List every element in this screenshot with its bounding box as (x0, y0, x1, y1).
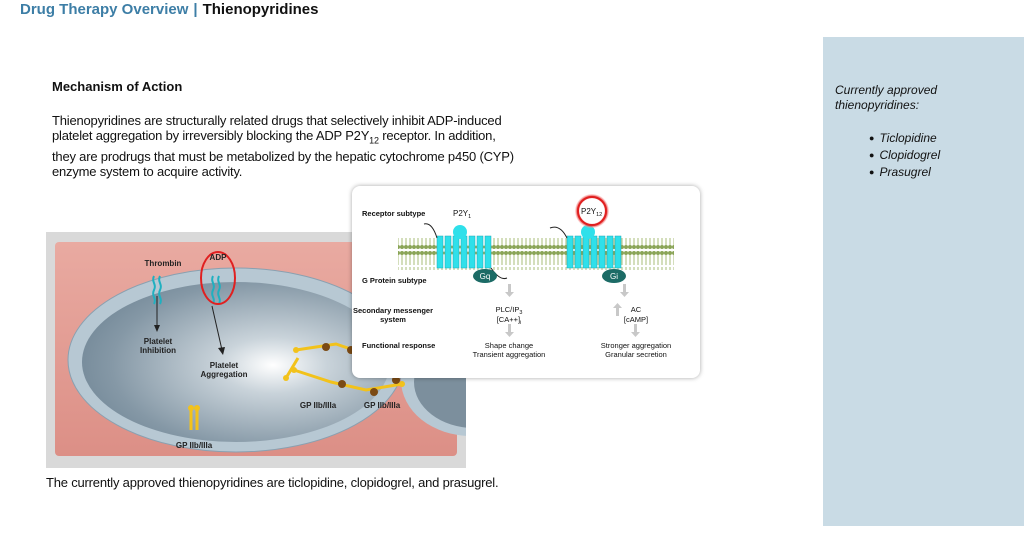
receptor-diagram: Gq Gi Receptor subtype G Protein subtype… (353, 194, 674, 359)
label-adp: ADP (210, 253, 228, 262)
label-receptor-subtype: Receptor subtype (362, 209, 425, 218)
sidebar-title: Currently approved thienopyridines: (835, 83, 938, 112)
label-gp-3: GP IIb/IIIa (176, 441, 213, 450)
list-item-ticlopidine: Ticlopidine (869, 130, 940, 147)
label-platelet-aggregation-2: Aggregation (200, 370, 247, 379)
intro-text-after: receptor. In addition, they are prodrugs… (52, 128, 514, 179)
label-plc-ip: PLC/IP3 (496, 305, 523, 316)
cell-membrane-bilayer (398, 238, 674, 270)
label-transient-aggregation: Transient aggregation (473, 350, 546, 359)
thrombin-arrow-head (154, 325, 160, 332)
label-platelet-aggregation-1: Platelet (210, 361, 239, 370)
label-g-protein-subtype: G Protein subtype (362, 276, 427, 285)
label-gp-2: GP IIb/IIIa (364, 401, 401, 410)
adp-highlight-circle (200, 251, 236, 305)
gq-protein (473, 269, 497, 283)
label-ac: AC (631, 305, 642, 314)
platelet-cell (82, 282, 390, 442)
intro-subscript: 12 (369, 135, 379, 146)
label-platelet-inhibition-1: Platelet (144, 337, 173, 346)
label-gp-1: GP IIb/IIIa (300, 401, 337, 410)
platelet-cell-illustration: Thrombin ADP Platelet Inhibition Platele… (46, 232, 541, 468)
label-thrombin: Thrombin (145, 259, 182, 268)
breadcrumb-drug-therapy-overview[interactable]: Drug Therapy Overview (20, 1, 189, 18)
list-item-clopidogrel: Clopidogrel (869, 147, 940, 164)
p2y12-highlight-ring (577, 196, 607, 226)
label-stronger-aggregation: Stronger aggregation (601, 341, 671, 350)
adp-receptor-2 (217, 275, 221, 305)
label-secondary-messenger-1: Secondary messenger (353, 306, 433, 315)
p2y1-receptor (423, 223, 508, 279)
list-item-prasugrel: Prasugrel (869, 164, 940, 181)
label-functional-response: Functional response (362, 341, 435, 350)
approved-drug-list: Ticlopidine Clopidogrel Prasugrel (869, 130, 940, 181)
page-header: Drug Therapy Overview|Thienopyridines (20, 0, 318, 20)
thrombin-receptor-2 (158, 275, 162, 305)
page-title: Thienopyridines (202, 1, 319, 18)
label-gi: Gi (610, 272, 618, 281)
adp-arrow-head (218, 347, 225, 355)
gi-protein (602, 269, 626, 283)
sidebar-panel: Currently approved thienopyridines: Ticl… (823, 37, 1024, 526)
intro-text-before: Thienopyridines are structurally related… (52, 113, 502, 143)
label-p2y1: P2Y1 (453, 209, 471, 220)
p2y12-receptor (549, 225, 622, 269)
signal-arrows (505, 284, 640, 337)
p2y12-highlight-circle (575, 194, 609, 228)
label-shape-change: Shape change (485, 341, 533, 350)
thrombin-receptor (152, 275, 156, 305)
label-secondary-messenger-2: system (380, 315, 406, 324)
label-ca: [CA++]i (497, 315, 522, 326)
label-platelet-inhibition-2: Inhibition (140, 346, 176, 355)
receptor-subtype-panel: Gq Gi Receptor subtype G Protein subtype… (352, 186, 700, 378)
label-gq: Gq (480, 272, 491, 281)
platelet-cell-figure: Thrombin ADP Platelet Inhibition Platele… (46, 232, 541, 468)
adp-arrow-line (211, 305, 223, 351)
intro-paragraph: Thienopyridines are structurally related… (52, 113, 522, 179)
breadcrumb-separator: | (193, 1, 198, 18)
section-title: Mechanism of Action (52, 79, 183, 94)
adp-receptor (211, 275, 215, 305)
label-camp: [cAMP] (624, 315, 648, 324)
label-p2y12: P2Y12 (581, 207, 602, 218)
label-granular-secretion: Granular secretion (605, 350, 667, 359)
summary-paragraph: The currently approved thienopyridines a… (46, 475, 499, 490)
